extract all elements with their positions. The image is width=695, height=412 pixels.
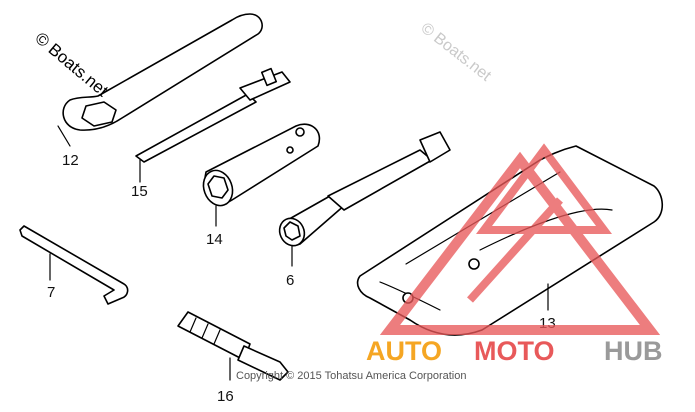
part-7-hex-key[interactable]: [19, 225, 129, 305]
watermark-secondary: © Boats.net: [418, 20, 495, 85]
part-12-box-wrench[interactable]: [57, 13, 263, 147]
part-14-plug-wrench[interactable]: [199, 123, 321, 227]
part-16-screwdriver[interactable]: [177, 311, 289, 381]
part-6-socket-wrench[interactable]: [275, 131, 451, 267]
callout-7: 7: [47, 284, 55, 301]
brand-hub: HUB: [604, 336, 663, 366]
callout-15: 15: [131, 183, 148, 200]
callout-14: 14: [206, 231, 223, 248]
copyright-text: Copyright © 2015 Tohatsu America Corpora…: [236, 370, 466, 382]
automotohub-logo: [379, 143, 661, 335]
callout-12: 12: [62, 152, 79, 169]
callout-6: 6: [286, 272, 294, 289]
brand-auto: AUTO: [366, 336, 442, 366]
callout-16: 16: [217, 388, 234, 405]
brand-moto: MOTO: [474, 336, 555, 366]
part-15-flat-tool[interactable]: [135, 67, 291, 183]
watermark-primary: © Boats.net: [31, 29, 112, 101]
